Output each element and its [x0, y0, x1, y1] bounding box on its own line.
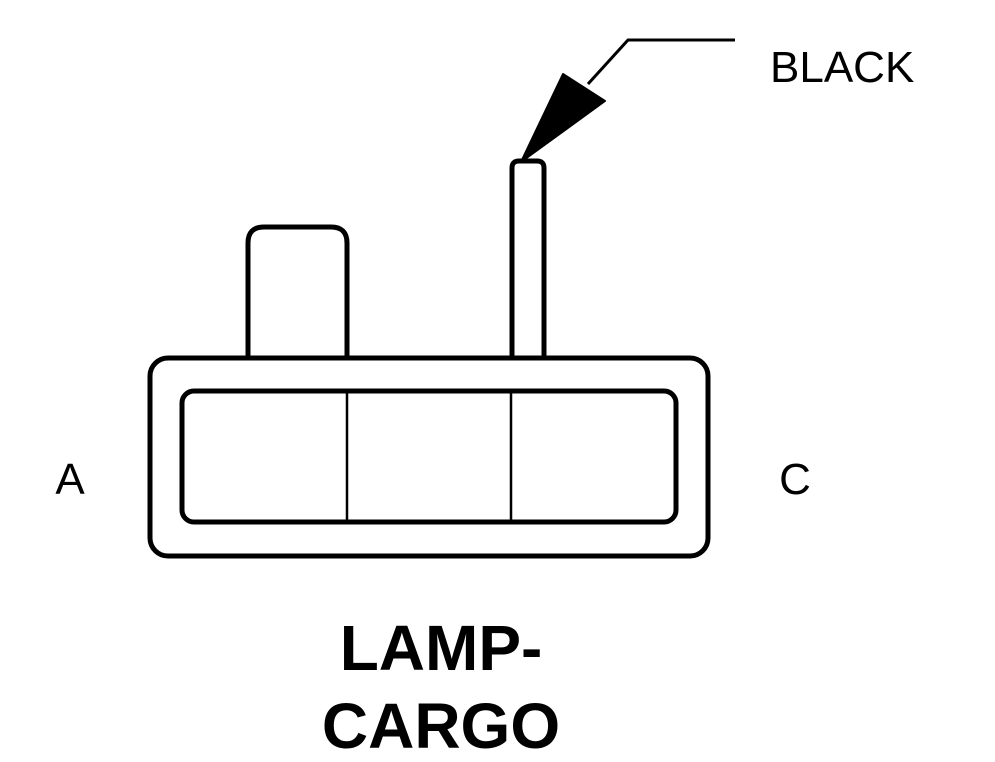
pin-label-c: C: [779, 455, 811, 504]
connector-cavity: [179, 388, 679, 525]
pin-label-a: A: [55, 455, 85, 504]
locking-tab: [245, 224, 350, 357]
wire-color-label: BLACK: [770, 43, 914, 92]
leader-arrowhead: [520, 73, 606, 163]
connector-title-line1: LAMP-: [340, 612, 543, 684]
connector-title-line2: CARGO: [322, 690, 560, 762]
leader-line: [586, 38, 735, 86]
black-wire: [509, 158, 547, 357]
